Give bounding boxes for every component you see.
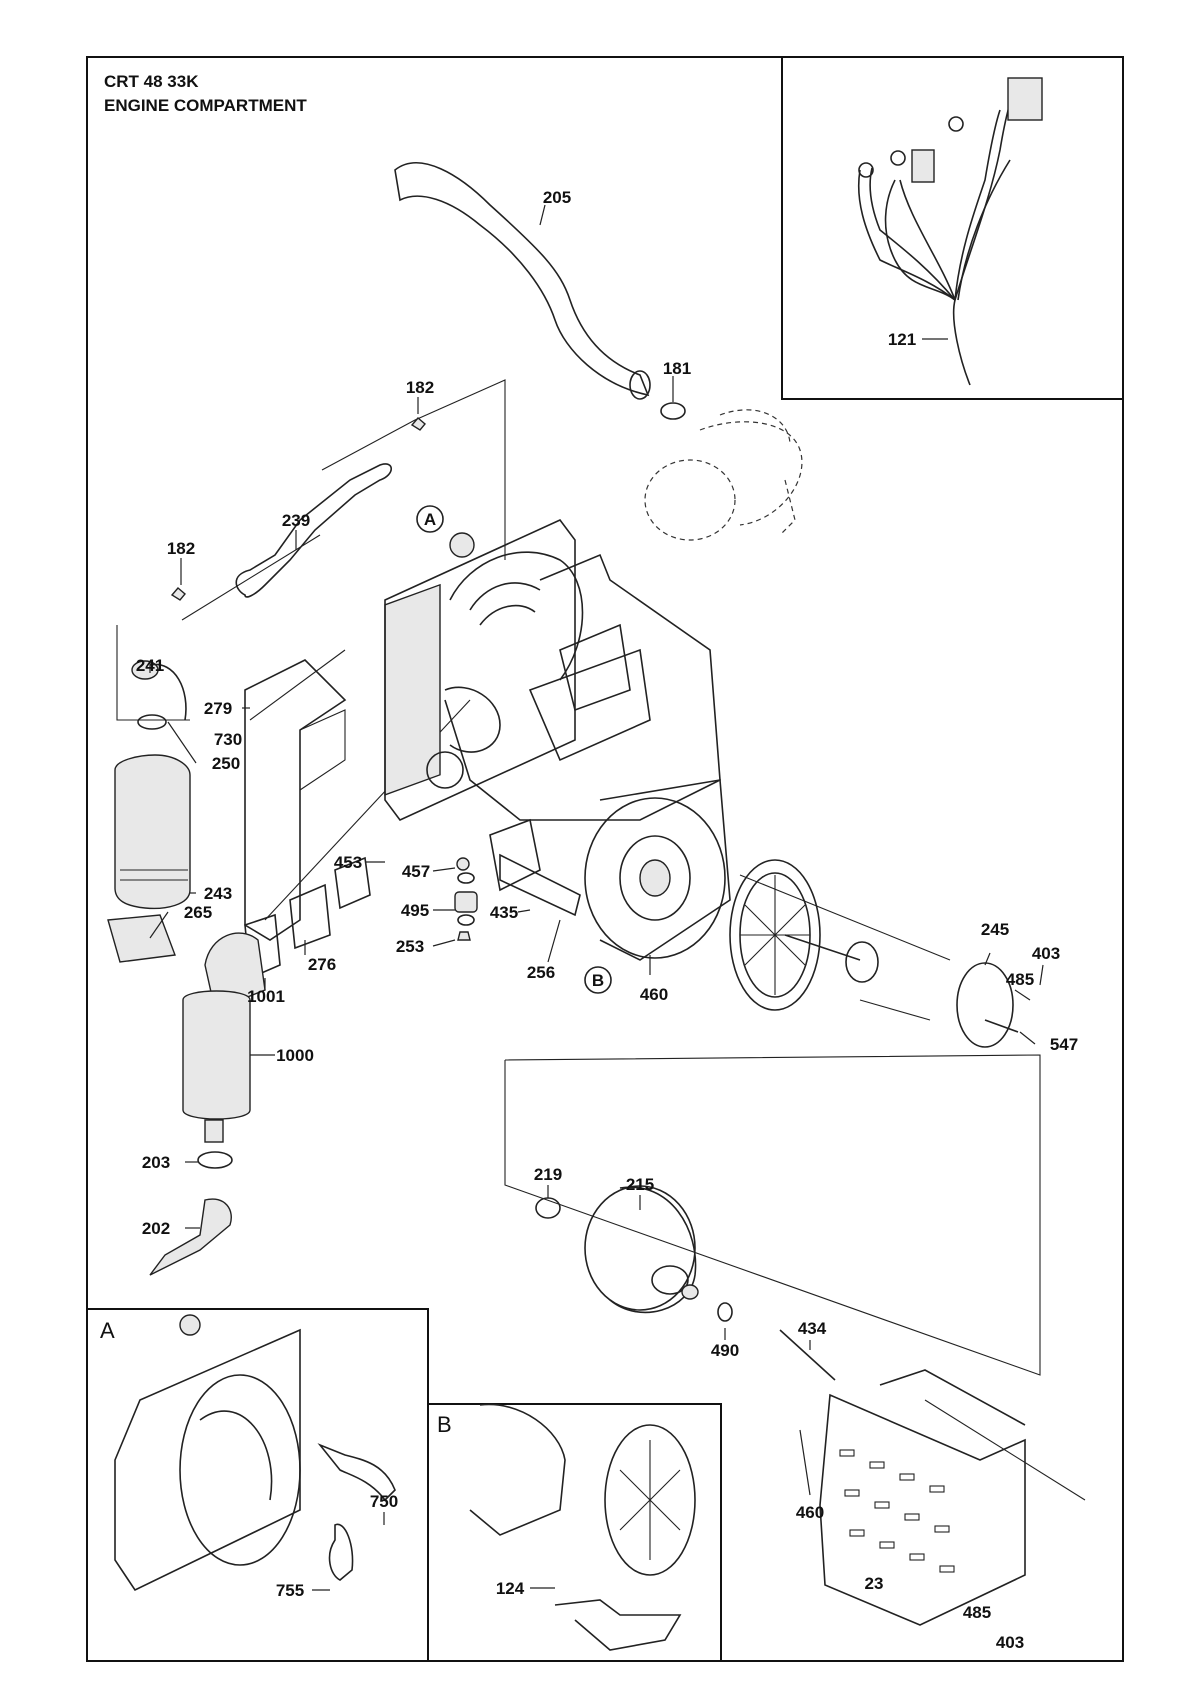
seal-ring-250-drawing bbox=[137, 714, 167, 730]
mount-bracket-256-drawing bbox=[499, 853, 581, 917]
callout-b-circle bbox=[584, 966, 612, 994]
detail-a-drawing bbox=[114, 1314, 396, 1592]
part-label: 457 bbox=[402, 862, 430, 881]
callout-a-label: A bbox=[424, 510, 436, 529]
part-number-labels: 205 121 181 182 239 182 241 279 730 250 … bbox=[136, 188, 1078, 1652]
part-label: 403 bbox=[996, 1633, 1024, 1652]
part-label: 219 bbox=[534, 1165, 562, 1184]
part-label: 202 bbox=[142, 1219, 170, 1238]
section-name: ENGINE COMPARTMENT bbox=[104, 96, 307, 115]
guard-bolt-line bbox=[924, 1399, 1086, 1501]
part-label: 23 bbox=[865, 1574, 884, 1593]
part-label: 182 bbox=[406, 378, 434, 397]
tailpipe-202-drawing bbox=[149, 1198, 232, 1276]
hose-clip-182-top bbox=[410, 417, 426, 431]
detail-a-label: A bbox=[100, 1318, 115, 1343]
upper-hose-end bbox=[629, 370, 651, 400]
engine-mount-drawing bbox=[454, 857, 478, 941]
part-label: 490 bbox=[711, 1341, 739, 1360]
drive-pulley-drawing bbox=[729, 859, 879, 1011]
part-label: 495 bbox=[401, 901, 429, 920]
part-label: 239 bbox=[282, 511, 310, 530]
alternator-phantom bbox=[644, 409, 803, 541]
hose-clip-182-left bbox=[170, 587, 186, 601]
callout-b-label: B bbox=[592, 971, 604, 990]
part-label: 205 bbox=[543, 188, 571, 207]
belt-guard-23-drawing bbox=[819, 1369, 1026, 1626]
part-label: 460 bbox=[796, 1503, 824, 1522]
bypass-hose-239-drawing bbox=[235, 463, 393, 598]
muffler-1000-drawing bbox=[182, 990, 251, 1120]
part-label: 245 bbox=[981, 920, 1009, 939]
part-label: 250 bbox=[212, 754, 240, 773]
gasket-plate-drawing bbox=[334, 856, 371, 910]
part-label: 485 bbox=[1006, 970, 1034, 989]
page-title: CRT 48 33K ENGINE COMPARTMENT bbox=[104, 70, 307, 118]
coolant-tank-243-drawing bbox=[114, 754, 191, 910]
detail-b-drawing bbox=[469, 1403, 696, 1651]
part-label: 485 bbox=[963, 1603, 991, 1622]
part-label: 243 bbox=[204, 884, 232, 903]
hose-clamp-drawing bbox=[660, 402, 686, 420]
detail-b-label: B bbox=[437, 1412, 452, 1437]
part-label: 435 bbox=[490, 903, 518, 922]
clamp-203-drawing bbox=[197, 1151, 233, 1169]
flange-245-drawing bbox=[956, 962, 1014, 1048]
part-label: 434 bbox=[798, 1319, 827, 1338]
part-label: 124 bbox=[496, 1579, 525, 1598]
part-label: 1000 bbox=[276, 1046, 314, 1065]
part-label: 403 bbox=[1032, 944, 1060, 963]
part-label: 182 bbox=[167, 539, 195, 558]
part-label: 203 bbox=[142, 1153, 170, 1172]
bolt-434-drawing bbox=[779, 1329, 836, 1381]
driveline-guide bbox=[739, 874, 951, 1021]
part-label: 253 bbox=[396, 937, 424, 956]
part-label: 256 bbox=[527, 963, 555, 982]
part-label: 276 bbox=[308, 955, 336, 974]
mounting-bracket-279-drawing bbox=[244, 659, 347, 941]
washer-490-drawing bbox=[717, 1302, 733, 1322]
part-label: 460 bbox=[640, 985, 668, 1004]
overflow-tube-730-drawing bbox=[149, 663, 187, 721]
upper-hose-drawing bbox=[394, 162, 650, 397]
shaft-547-drawing bbox=[984, 1019, 1019, 1033]
wiring-harness-inset bbox=[781, 56, 1124, 400]
part-label: 215 bbox=[626, 1175, 654, 1194]
leader-lines bbox=[149, 204, 1044, 1591]
bracket-line-182 bbox=[116, 379, 506, 721]
part-label: 181 bbox=[663, 359, 691, 378]
part-label: 121 bbox=[888, 330, 916, 349]
model-name: CRT 48 33K bbox=[104, 72, 199, 91]
part-label: 265 bbox=[184, 903, 212, 922]
detail-b-inset bbox=[427, 1403, 722, 1662]
variator-bracket-line bbox=[504, 1054, 1041, 1376]
flange-276-drawing bbox=[289, 883, 331, 950]
tank-strap-265-drawing bbox=[107, 914, 176, 963]
part-label: 279 bbox=[204, 699, 232, 718]
variator-215-drawing bbox=[584, 1185, 699, 1314]
part-label: 730 bbox=[214, 730, 242, 749]
engine-assembly-drawing bbox=[384, 519, 721, 892]
tailpipe-stub bbox=[204, 1119, 224, 1143]
callout-a-circle bbox=[416, 505, 444, 533]
wiring-harness-drawing bbox=[857, 77, 1043, 386]
tank-level-lines bbox=[120, 869, 188, 881]
part-label: 750 bbox=[370, 1492, 398, 1511]
part-label: 453 bbox=[334, 853, 362, 872]
part-label: 755 bbox=[276, 1581, 304, 1600]
part-label: 1001 bbox=[247, 987, 285, 1006]
part-label: 547 bbox=[1050, 1035, 1078, 1054]
part-label: 241 bbox=[136, 656, 164, 675]
flywheel-housing-drawing bbox=[584, 779, 731, 961]
bushing-219-drawing bbox=[535, 1197, 561, 1219]
